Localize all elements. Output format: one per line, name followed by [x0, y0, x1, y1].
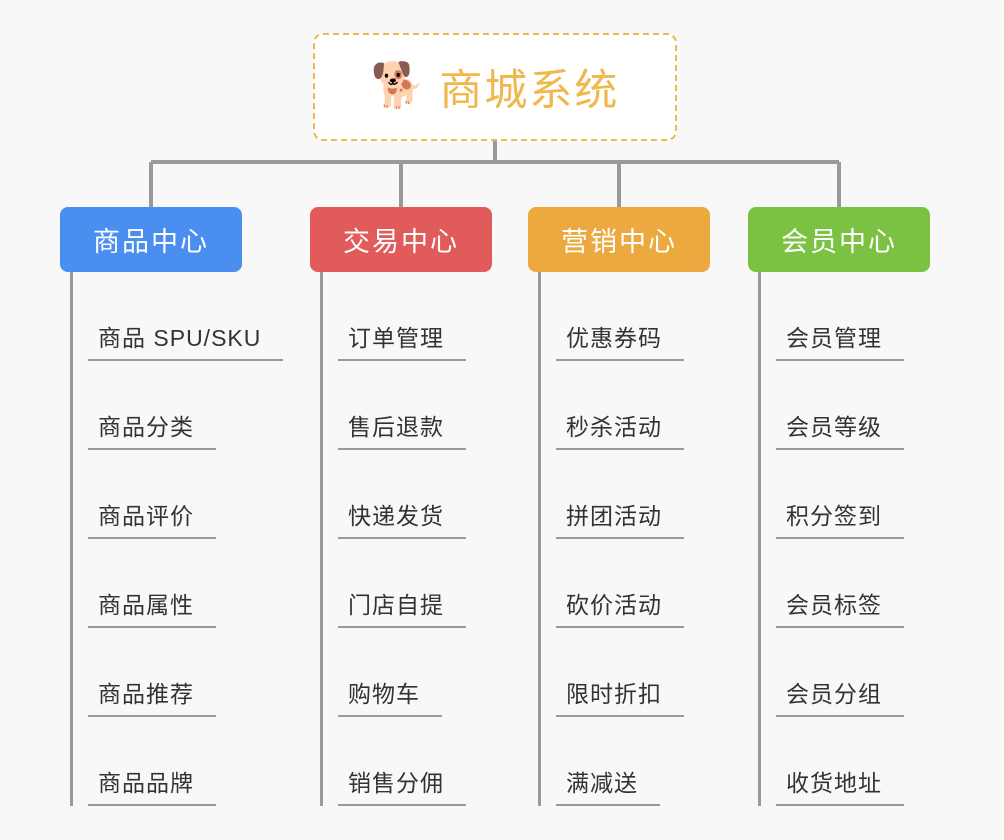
leaf-item-label: 售后退款 — [338, 408, 466, 450]
leaf-item[interactable]: 积分签到 — [748, 450, 980, 539]
leaf-item-label: 商品分类 — [88, 408, 216, 450]
leaf-item[interactable]: 限时折扣 — [528, 628, 760, 717]
leaf-item[interactable]: 会员等级 — [748, 361, 980, 450]
leaf-item[interactable]: 快递发货 — [310, 450, 542, 539]
leaf-list-member-center: 会员管理会员等级积分签到会员标签会员分组收货地址 — [748, 272, 980, 806]
leaf-item-label: 订单管理 — [338, 319, 466, 361]
leaf-item[interactable]: 优惠券码 — [528, 272, 760, 361]
leaf-item-label: 拼团活动 — [556, 497, 684, 539]
leaf-list-marketing-center: 优惠券码秒杀活动拼团活动砍价活动限时折扣满减送 — [528, 272, 760, 806]
leaf-item-label: 优惠券码 — [556, 319, 684, 361]
leaf-item-label: 会员等级 — [776, 408, 904, 450]
leaf-item[interactable]: 会员管理 — [748, 272, 980, 361]
vertical-connector-marketing-center — [538, 272, 541, 806]
leaf-item[interactable]: 商品属性 — [60, 539, 300, 628]
leaf-item[interactable]: 商品品牌 — [60, 717, 300, 806]
leaf-item-label: 秒杀活动 — [556, 408, 684, 450]
vertical-connector-trade-center — [320, 272, 323, 806]
vertical-connector-member-center — [758, 272, 761, 806]
category-column-product-center: 商品中心商品 SPU/SKU 商品分类商品评价商品属性商品推荐商品品牌 — [60, 207, 300, 806]
leaf-item-label: 购物车 — [338, 675, 442, 717]
leaf-item-label: 满减送 — [556, 764, 660, 806]
leaf-list-product-center: 商品 SPU/SKU 商品分类商品评价商品属性商品推荐商品品牌 — [60, 272, 300, 806]
leaf-item-label: 限时折扣 — [556, 675, 684, 717]
leaf-item[interactable]: 门店自提 — [310, 539, 542, 628]
leaf-item-label: 销售分佣 — [338, 764, 466, 806]
leaf-item[interactable]: 商品推荐 — [60, 628, 300, 717]
leaf-item[interactable]: 会员标签 — [748, 539, 980, 628]
category-header-product-center[interactable]: 商品中心 — [60, 207, 242, 272]
shiba-dog-icon: 🐕 — [370, 61, 426, 110]
root-title: 商城系统 — [439, 67, 620, 115]
leaf-list-trade-center: 订单管理售后退款快递发货门店自提购物车销售分佣 — [310, 272, 542, 806]
root-node[interactable]: 🐕 商城系统 — [313, 33, 677, 141]
category-header-member-center[interactable]: 会员中心 — [748, 207, 930, 272]
leaf-item-label: 会员分组 — [776, 675, 904, 717]
leaf-item[interactable]: 订单管理 — [310, 272, 542, 361]
leaf-item-label: 商品属性 — [88, 586, 216, 628]
leaf-item-label: 会员管理 — [776, 319, 904, 361]
leaf-item-label: 门店自提 — [338, 586, 466, 628]
category-header-marketing-center[interactable]: 营销中心 — [528, 207, 710, 272]
leaf-item[interactable]: 满减送 — [528, 717, 760, 806]
leaf-item[interactable]: 收货地址 — [748, 717, 980, 806]
category-column-marketing-center: 营销中心优惠券码秒杀活动拼团活动砍价活动限时折扣满减送 — [528, 207, 760, 806]
leaf-item-label: 商品 SPU/SKU — [88, 319, 284, 361]
category-column-trade-center: 交易中心订单管理售后退款快递发货门店自提购物车销售分佣 — [310, 207, 542, 806]
leaf-item[interactable]: 商品评价 — [60, 450, 300, 539]
leaf-item[interactable]: 砍价活动 — [528, 539, 760, 628]
leaf-item-label: 砍价活动 — [556, 586, 684, 628]
leaf-item[interactable]: 会员分组 — [748, 628, 980, 717]
leaf-item-label: 商品评价 — [88, 497, 216, 539]
leaf-item[interactable]: 商品分类 — [60, 361, 300, 450]
leaf-item-label: 商品推荐 — [88, 675, 216, 717]
leaf-item-label: 会员标签 — [776, 586, 904, 628]
leaf-item[interactable]: 秒杀活动 — [528, 361, 760, 450]
category-column-member-center: 会员中心会员管理会员等级积分签到会员标签会员分组收货地址 — [748, 207, 980, 806]
leaf-item-label: 积分签到 — [776, 497, 904, 539]
vertical-connector-product-center — [70, 272, 73, 806]
leaf-item-label: 商品品牌 — [88, 764, 216, 806]
leaf-item[interactable]: 购物车 — [310, 628, 542, 717]
leaf-item[interactable]: 销售分佣 — [310, 717, 542, 806]
leaf-item[interactable]: 售后退款 — [310, 361, 542, 450]
category-header-trade-center[interactable]: 交易中心 — [310, 207, 492, 272]
leaf-item[interactable]: 拼团活动 — [528, 450, 760, 539]
leaf-item-label: 快递发货 — [338, 497, 466, 539]
leaf-item-label: 收货地址 — [776, 764, 904, 806]
leaf-item[interactable]: 商品 SPU/SKU — [60, 272, 300, 361]
